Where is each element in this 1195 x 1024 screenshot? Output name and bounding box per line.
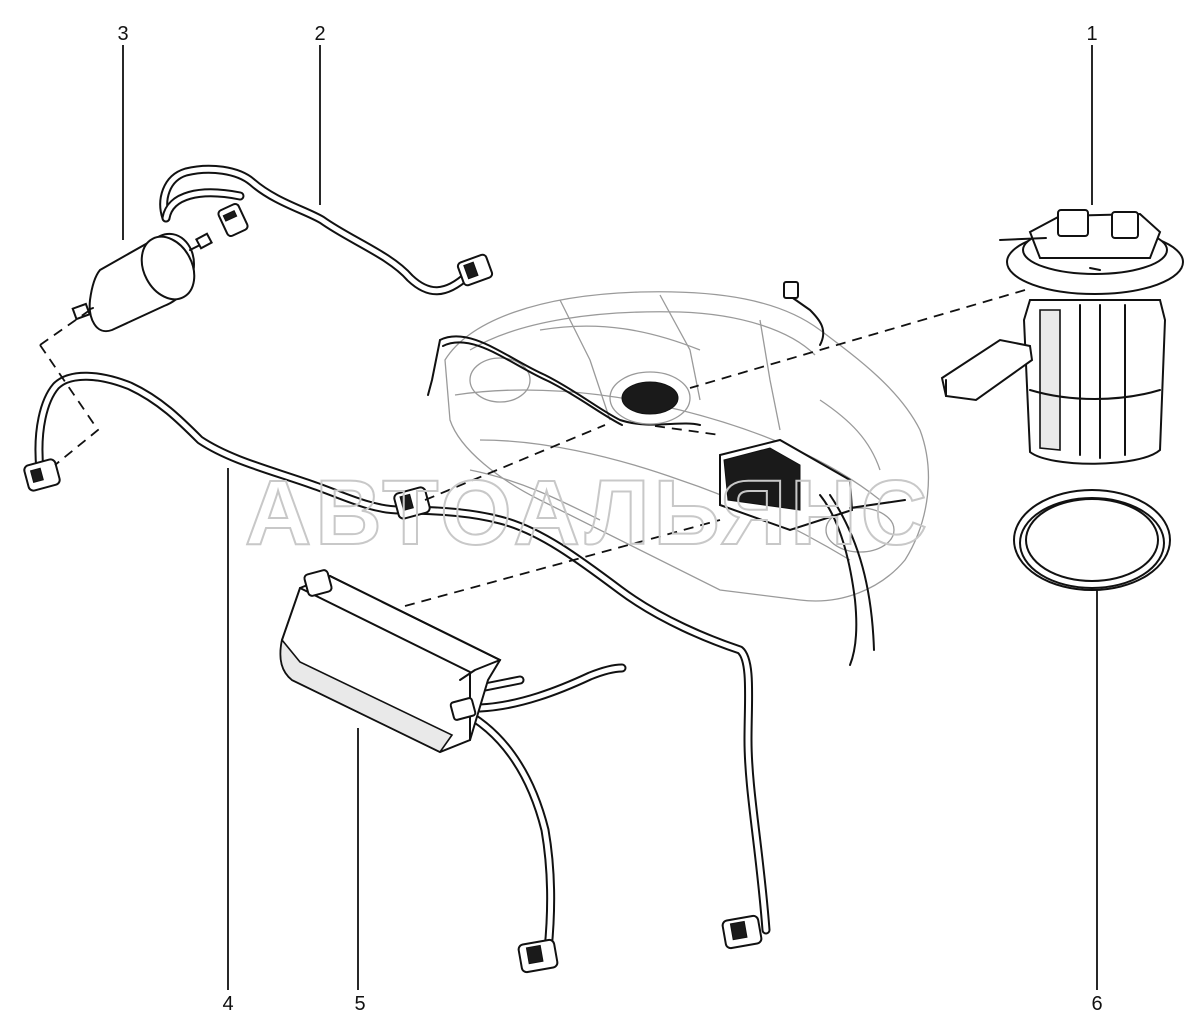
callout-leaders	[122, 45, 1098, 990]
callout-number-1: 1	[1086, 23, 1097, 45]
callout-number-2: 2	[314, 23, 325, 45]
seal-ring	[1013, 489, 1171, 591]
tank-assembly-in-vehicle	[427, 281, 906, 666]
callout-number-4: 4	[222, 993, 233, 1015]
watermark-text: АВТОАЛЬЯНС	[245, 462, 931, 564]
fuel-filter	[71, 232, 213, 333]
callout-number-6: 6	[1091, 993, 1102, 1015]
fuel-line-main	[23, 371, 771, 950]
charcoal-canister	[279, 569, 627, 974]
assembly-connection-lines	[39, 289, 1026, 607]
vehicle-body-ghost	[444, 291, 929, 602]
fuel-pipe-supply	[159, 164, 494, 296]
fuel-pump-module	[940, 209, 1184, 465]
callout-number-3: 3	[117, 23, 128, 45]
callout-number-5: 5	[354, 993, 365, 1015]
